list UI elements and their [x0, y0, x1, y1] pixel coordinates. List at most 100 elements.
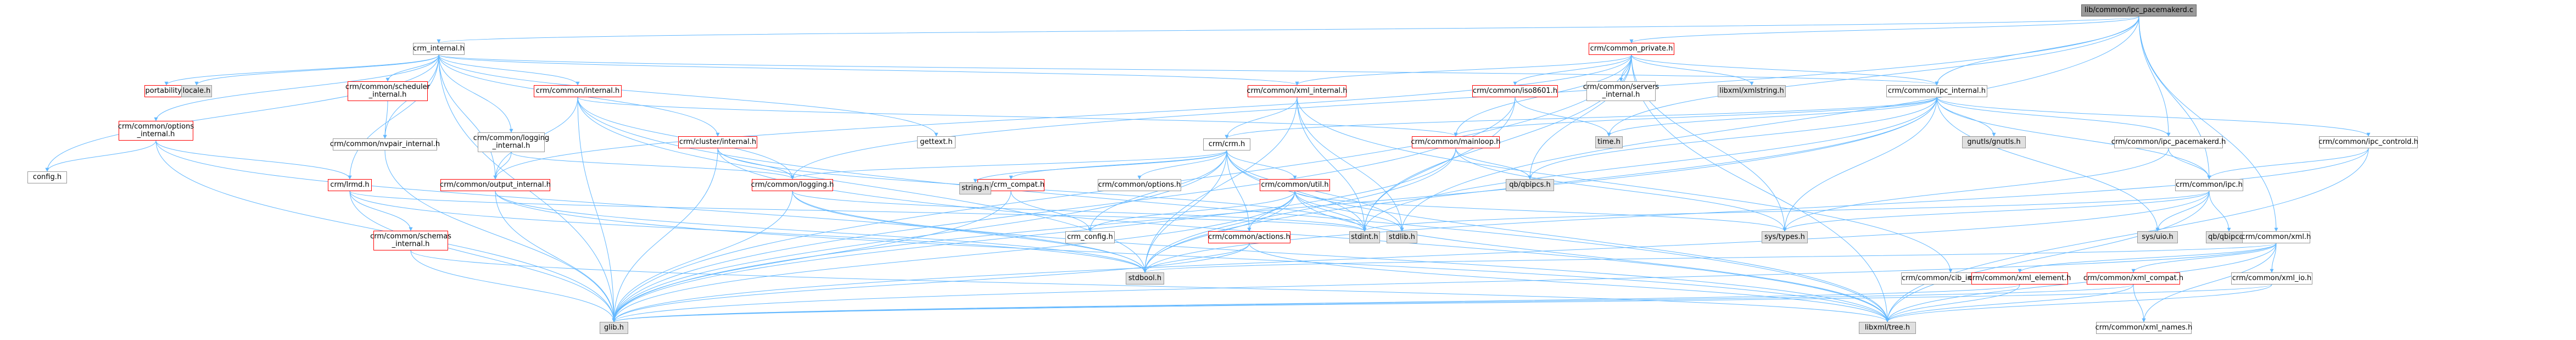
graph-edge [438, 54, 1299, 86]
graph-edge [1225, 97, 1937, 139]
graph-edge [1294, 191, 1787, 232]
graph-node-ipc-internal[interactable]: crm/common/ipc_internal.h [1886, 85, 1987, 97]
graph-node-libxml-xmlstring: libxml/xmlstring.h [1718, 85, 1786, 97]
graph-node-stdint: stdint.h [1349, 231, 1380, 243]
graph-edge [385, 54, 439, 82]
graph-edge [1936, 97, 2211, 180]
graph-node-gettext[interactable]: gettext.h [917, 136, 955, 148]
graph-node-xml-compat[interactable]: crm/common/xml_compat.h [2083, 272, 2183, 285]
graph-node-xml-h[interactable]: crm/common/xml.h [2242, 231, 2311, 243]
graph-node-util[interactable]: crm/common/util.h [1260, 179, 1330, 191]
graph-node-logging-internal[interactable]: crm/common/logging _internal.h [473, 132, 549, 152]
graph-edge [612, 148, 718, 322]
graph-edge [1362, 191, 2210, 232]
graph-node-common-internal[interactable]: crm/common/internal.h [534, 85, 622, 97]
graph-edge [1782, 97, 1937, 232]
graph-node-scheduler-internal[interactable]: crm/common/scheduler _internal.h [345, 81, 430, 101]
graph-node-crm-compat[interactable]: crm/crm_compat.h [977, 179, 1044, 191]
graph-edge [2207, 148, 2369, 180]
graph-edge [410, 250, 616, 322]
graph-node-nvpair-internal[interactable]: crm/common/nvpair_internal.h [330, 138, 440, 151]
graph-node-logging[interactable]: crm/common/logging.h [751, 179, 834, 191]
graph-node-gnutls: gnutls/gnutls.h [1962, 136, 2026, 148]
graph-node-stdbool: stdbool.h [1126, 272, 1164, 285]
graph-node-lrmd[interactable]: crm/lrmd.h [328, 179, 372, 191]
graph-node-portability[interactable]: portability.h [144, 85, 188, 97]
graph-edge [1607, 16, 2139, 137]
graph-edge [792, 191, 1367, 232]
graph-node-iso8601[interactable]: crm/common/iso8601.h [1472, 85, 1558, 97]
graph-node-crm-config[interactable]: crm_config.h [1065, 231, 1115, 243]
graph-edge [2133, 284, 2146, 322]
graph-edge [1782, 148, 2169, 232]
graph-node-servers-internal[interactable]: crm/common/servers _internal.h [1583, 81, 1659, 101]
graph-edge [1455, 148, 1532, 180]
graph-edge [577, 97, 1458, 137]
graph-edge [717, 148, 795, 180]
graph-node-xml-names[interactable]: crm/common/xml_names.h [2096, 322, 2192, 334]
graph-edge [349, 191, 616, 322]
graph-edge [612, 191, 793, 322]
graph-edge [349, 191, 1147, 273]
graph-node-actions[interactable]: crm/common/actions.h [1208, 231, 1290, 243]
graph-edge [2138, 16, 2278, 232]
graph-edge [384, 150, 616, 322]
graph-edge [2155, 191, 2210, 232]
graph-node-root[interactable]: lib/common/ipc_pacemakerd.c [2081, 4, 2197, 16]
graph-node-mainloop[interactable]: crm/common/mainloop.h [1411, 136, 1500, 148]
graph-node-crm-private[interactable]: crm/common_private.h [1589, 43, 1674, 55]
graph-edge [1226, 150, 1251, 232]
graph-node-cluster-internal[interactable]: crm/cluster/internal.h [678, 136, 757, 148]
graph-node-crm-h[interactable]: crm/crm.h [1203, 138, 1250, 151]
graph-edge [1885, 148, 2369, 322]
graph-node-ipc-controld[interactable]: crm/common/ipc_controld.h [2318, 136, 2418, 148]
graph-edge [1297, 97, 1953, 273]
graph-edge [2168, 148, 2211, 180]
graph-edge [348, 54, 439, 180]
graph-edge [493, 54, 1632, 180]
graph-edge [1454, 97, 1937, 137]
graph-node-schemas-internal[interactable]: crm/common/schemas _internal.h [370, 231, 451, 250]
graph-edge [493, 152, 512, 180]
graph-edge [1010, 191, 1092, 232]
graph-node-locale: locale.h [181, 85, 212, 97]
graph-edge [1143, 148, 2369, 273]
graph-node-options[interactable]: crm/common/options.h [1098, 179, 1181, 191]
graph-node-crm-internal[interactable]: crm_internal.h [413, 43, 465, 55]
graph-edge [790, 150, 1227, 180]
graph-node-options-internal[interactable]: crm/common/options _internal.h [118, 121, 194, 141]
graph-edge [154, 54, 439, 121]
graph-node-config[interactable]: config.h [27, 171, 67, 183]
graph-node-xml-io[interactable]: crm/common/xml_io.h [2231, 272, 2312, 285]
graph-edge [1631, 54, 1754, 86]
graph-edge [1455, 148, 1787, 232]
graph-edge [1297, 97, 1404, 232]
graph-edge [2138, 16, 2171, 137]
graph-edge [1143, 243, 2277, 273]
graph-edge [1528, 97, 1937, 180]
graph-edge [2142, 243, 2277, 322]
graph-node-string-h: string.h [959, 182, 991, 194]
graph-edge [1607, 97, 1937, 137]
graph-edge [612, 191, 2210, 322]
graph-edge [612, 191, 1295, 322]
graph-edge [1782, 191, 2210, 232]
graph-node-stdlib: stdlib.h [1387, 231, 1417, 243]
graph-edge [1226, 150, 1297, 180]
graph-edge [973, 150, 1227, 183]
graph-edge [164, 54, 439, 86]
graph-edge [577, 97, 1890, 322]
graph-edge [1400, 16, 2139, 232]
graph-edge [612, 191, 1012, 322]
graph-node-xml-internal[interactable]: crm/common/xml_internal.h [1247, 85, 1348, 97]
graph-edge [1936, 97, 2171, 137]
graph-node-ipc-h[interactable]: crm/common/ipc.h [2175, 179, 2243, 191]
graph-edge [612, 284, 2272, 322]
graph-node-ipc-pacemakerd[interactable]: crm/common/ipc_pacemakerd.h [2111, 136, 2226, 148]
graph-edge [349, 191, 413, 231]
graph-node-output-internal[interactable]: crm/common/output_internal.h [440, 179, 551, 191]
graph-edge [438, 54, 498, 180]
graph-edge [1247, 191, 1295, 232]
graph-node-xml-element[interactable]: crm/common/xml_element.h [1969, 272, 2071, 285]
